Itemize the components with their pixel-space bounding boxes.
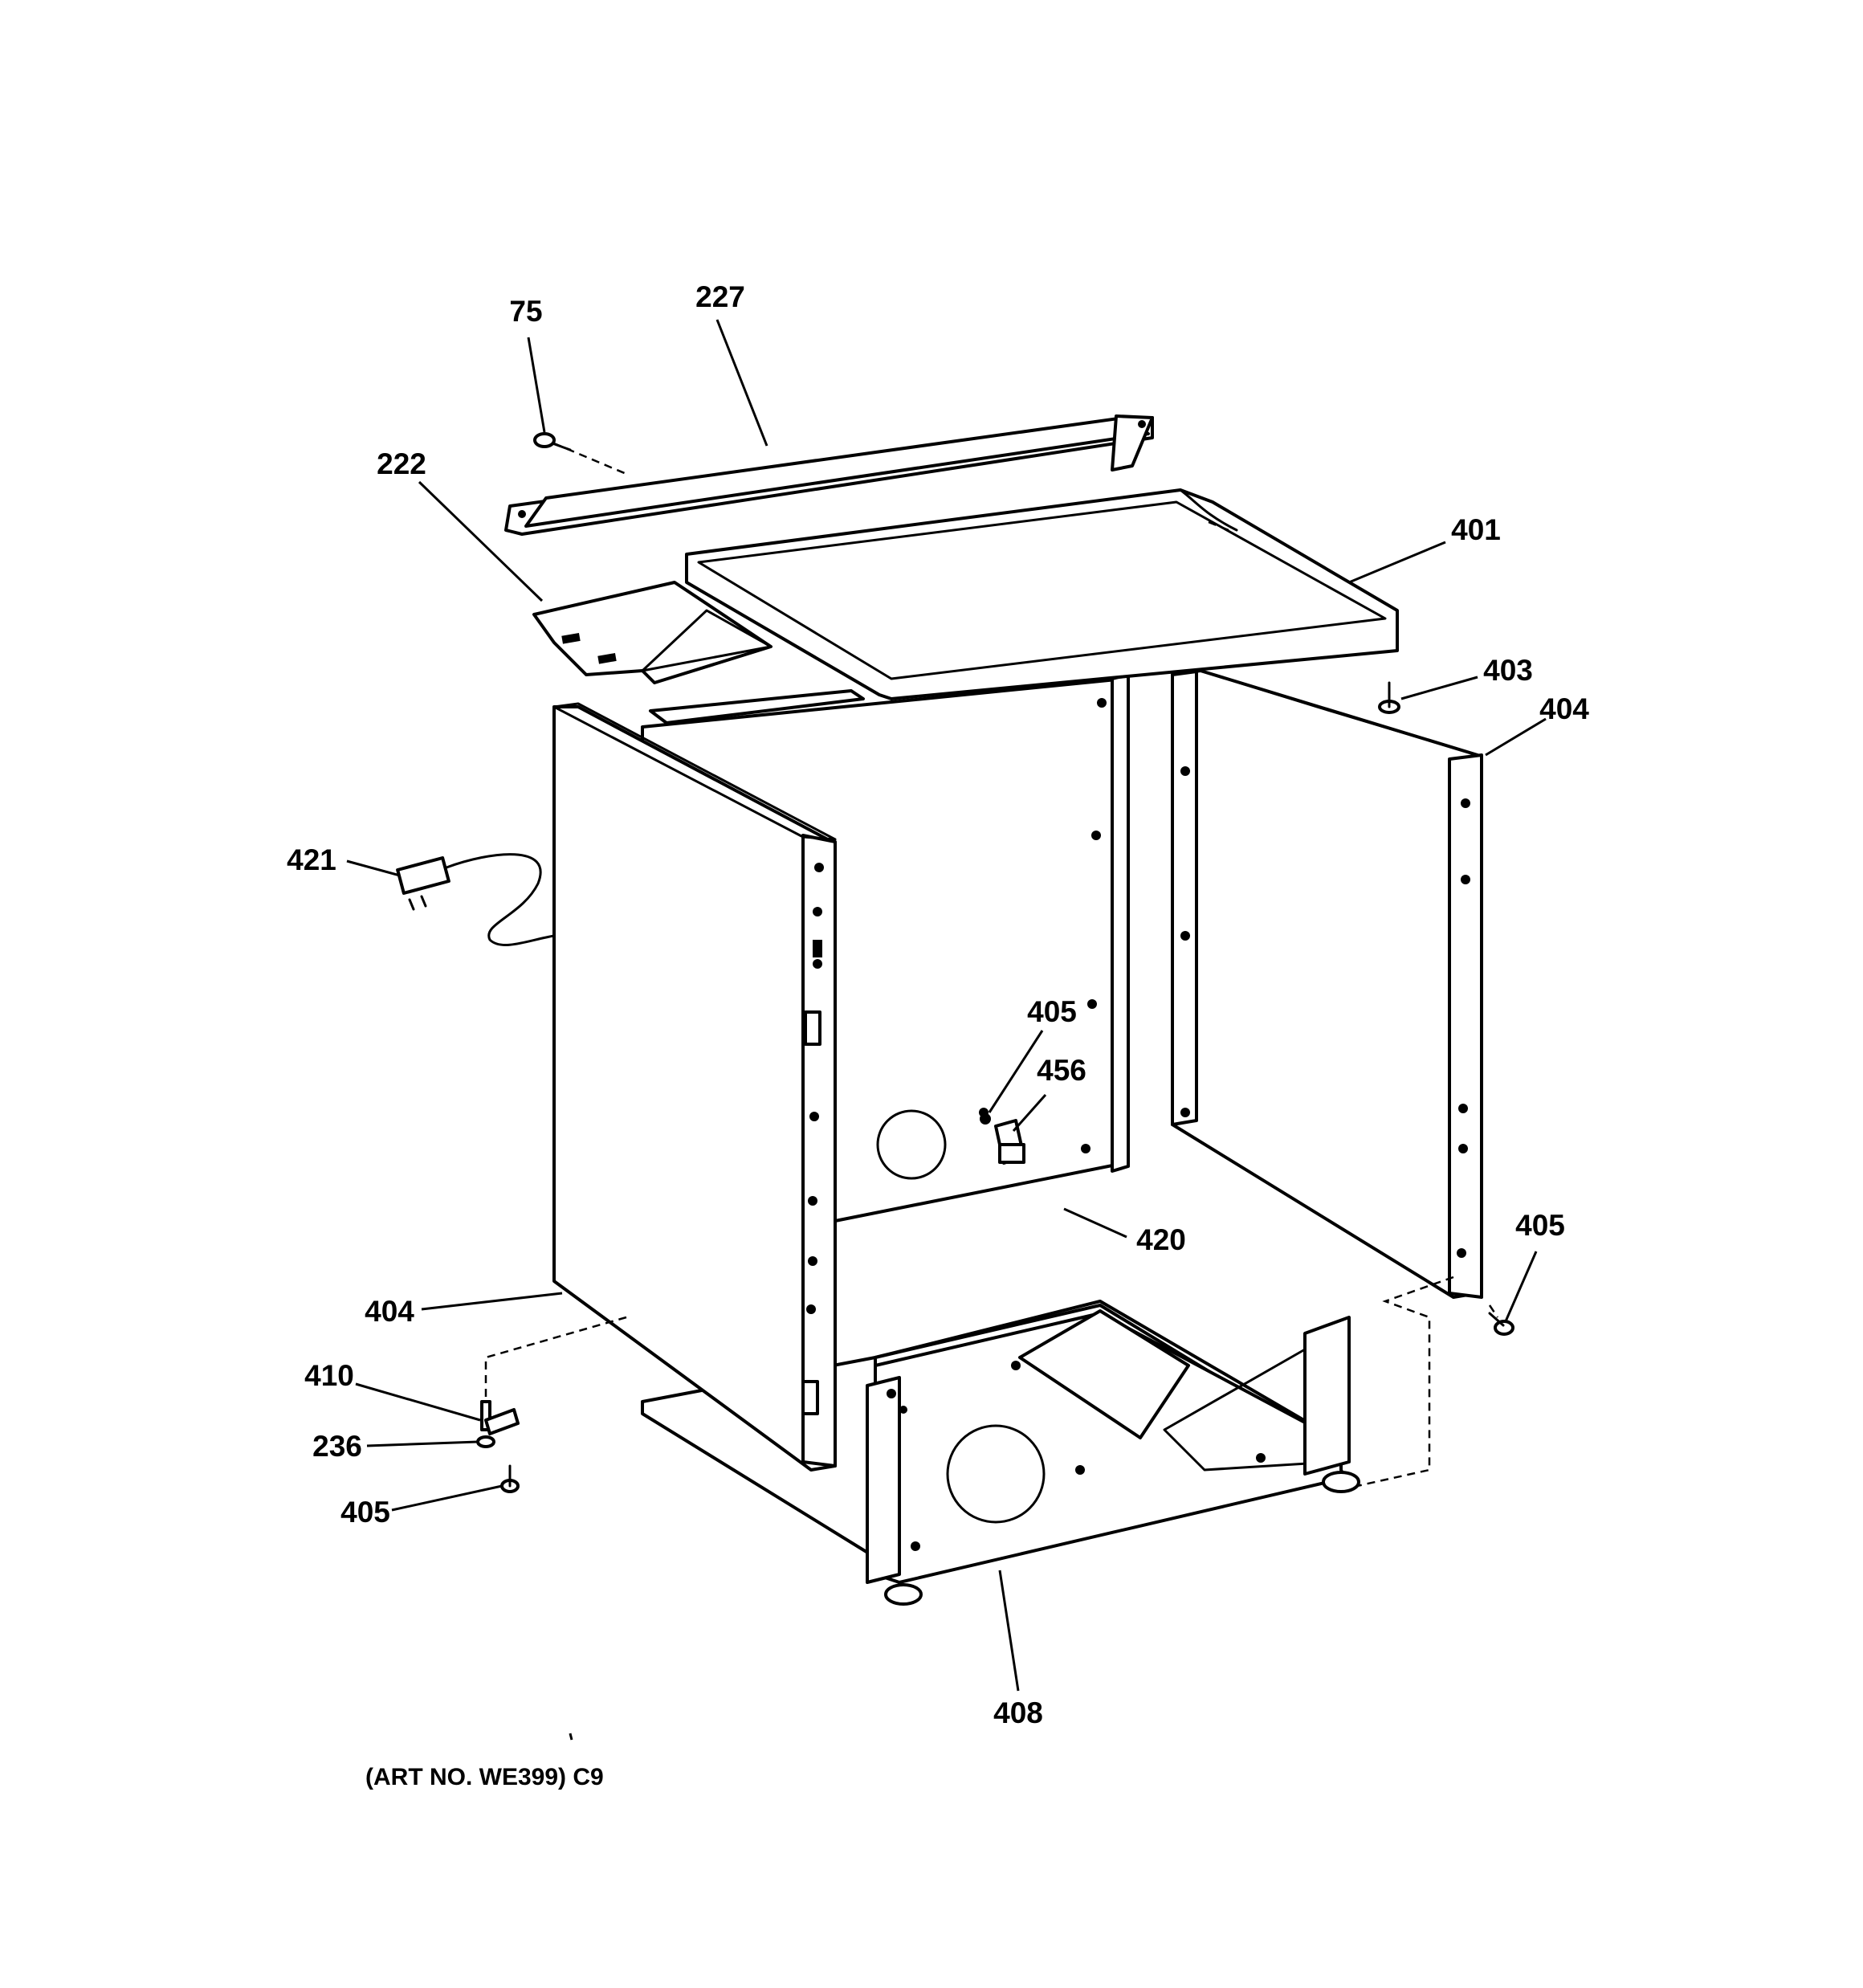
base-408 bbox=[641, 1300, 1360, 1606]
leader-lines bbox=[346, 319, 1547, 1692]
washer-236 bbox=[476, 1435, 495, 1448]
top-channel-222 bbox=[532, 581, 865, 725]
stray-mark bbox=[569, 1733, 573, 1741]
screw-405-right bbox=[1488, 1312, 1514, 1336]
callout-404-left: 404 bbox=[365, 1295, 414, 1328]
callout-405-right: 405 bbox=[1515, 1209, 1565, 1242]
screw-75 bbox=[533, 432, 572, 451]
callout-227: 227 bbox=[695, 280, 745, 313]
callout-236: 236 bbox=[312, 1430, 362, 1463]
side-panel-right-404 bbox=[1171, 669, 1483, 1299]
top-cover-401 bbox=[685, 488, 1399, 700]
callout-410: 410 bbox=[304, 1359, 354, 1392]
callout-401: 401 bbox=[1451, 513, 1501, 546]
screw-405-left bbox=[500, 1464, 520, 1493]
callout-421: 421 bbox=[287, 843, 336, 876]
callout-404-right: 404 bbox=[1539, 692, 1589, 725]
callout-403: 403 bbox=[1483, 654, 1533, 687]
leveling-leg-410 bbox=[480, 1400, 520, 1435]
power-cord-421 bbox=[396, 853, 556, 946]
callout-222: 222 bbox=[377, 447, 426, 480]
top-bracket-227 bbox=[504, 414, 1154, 536]
screw-403 bbox=[1378, 681, 1400, 714]
callout-75: 75 bbox=[509, 295, 542, 328]
side-panel-left-404 bbox=[552, 702, 837, 1472]
callout-456: 456 bbox=[1037, 1054, 1086, 1087]
alignment-lines bbox=[484, 442, 1499, 1488]
screw-405-center bbox=[980, 1113, 991, 1125]
callout-405-center: 405 bbox=[1027, 995, 1077, 1028]
bracket-456 bbox=[994, 1119, 1025, 1165]
art-number-caption: (ART NO. WE399) C9 bbox=[365, 1764, 604, 1790]
callout-405-left: 405 bbox=[340, 1496, 390, 1529]
callout-420: 420 bbox=[1136, 1223, 1186, 1256]
callout-408: 408 bbox=[993, 1696, 1043, 1729]
